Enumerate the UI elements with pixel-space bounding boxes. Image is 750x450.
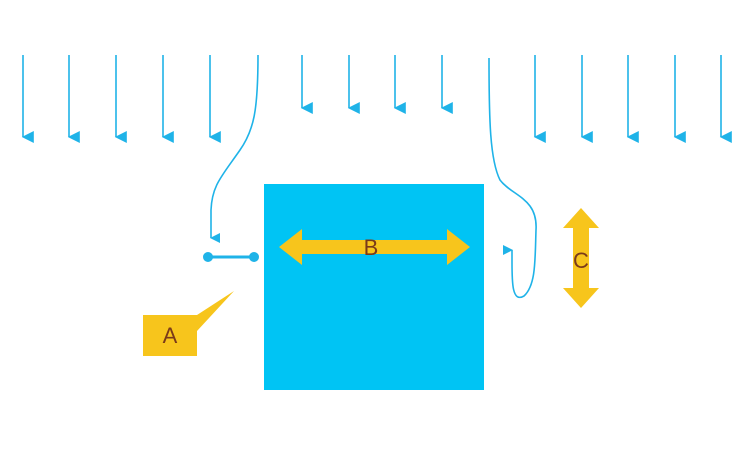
label-a: A	[163, 323, 178, 348]
speech-callout-icon	[143, 291, 234, 356]
label-b: B	[364, 235, 379, 260]
left-deflected-flow-line	[210, 54, 259, 243]
downward-flow-arrows	[21, 55, 732, 143]
label-c: C	[573, 248, 589, 273]
vertical-double-arrow-icon	[563, 208, 599, 308]
right-deflected-flow-line	[488, 57, 537, 299]
double-headed-arrow-icon	[279, 229, 470, 265]
obstacle-block	[264, 184, 484, 390]
attachment-link	[203, 252, 259, 262]
